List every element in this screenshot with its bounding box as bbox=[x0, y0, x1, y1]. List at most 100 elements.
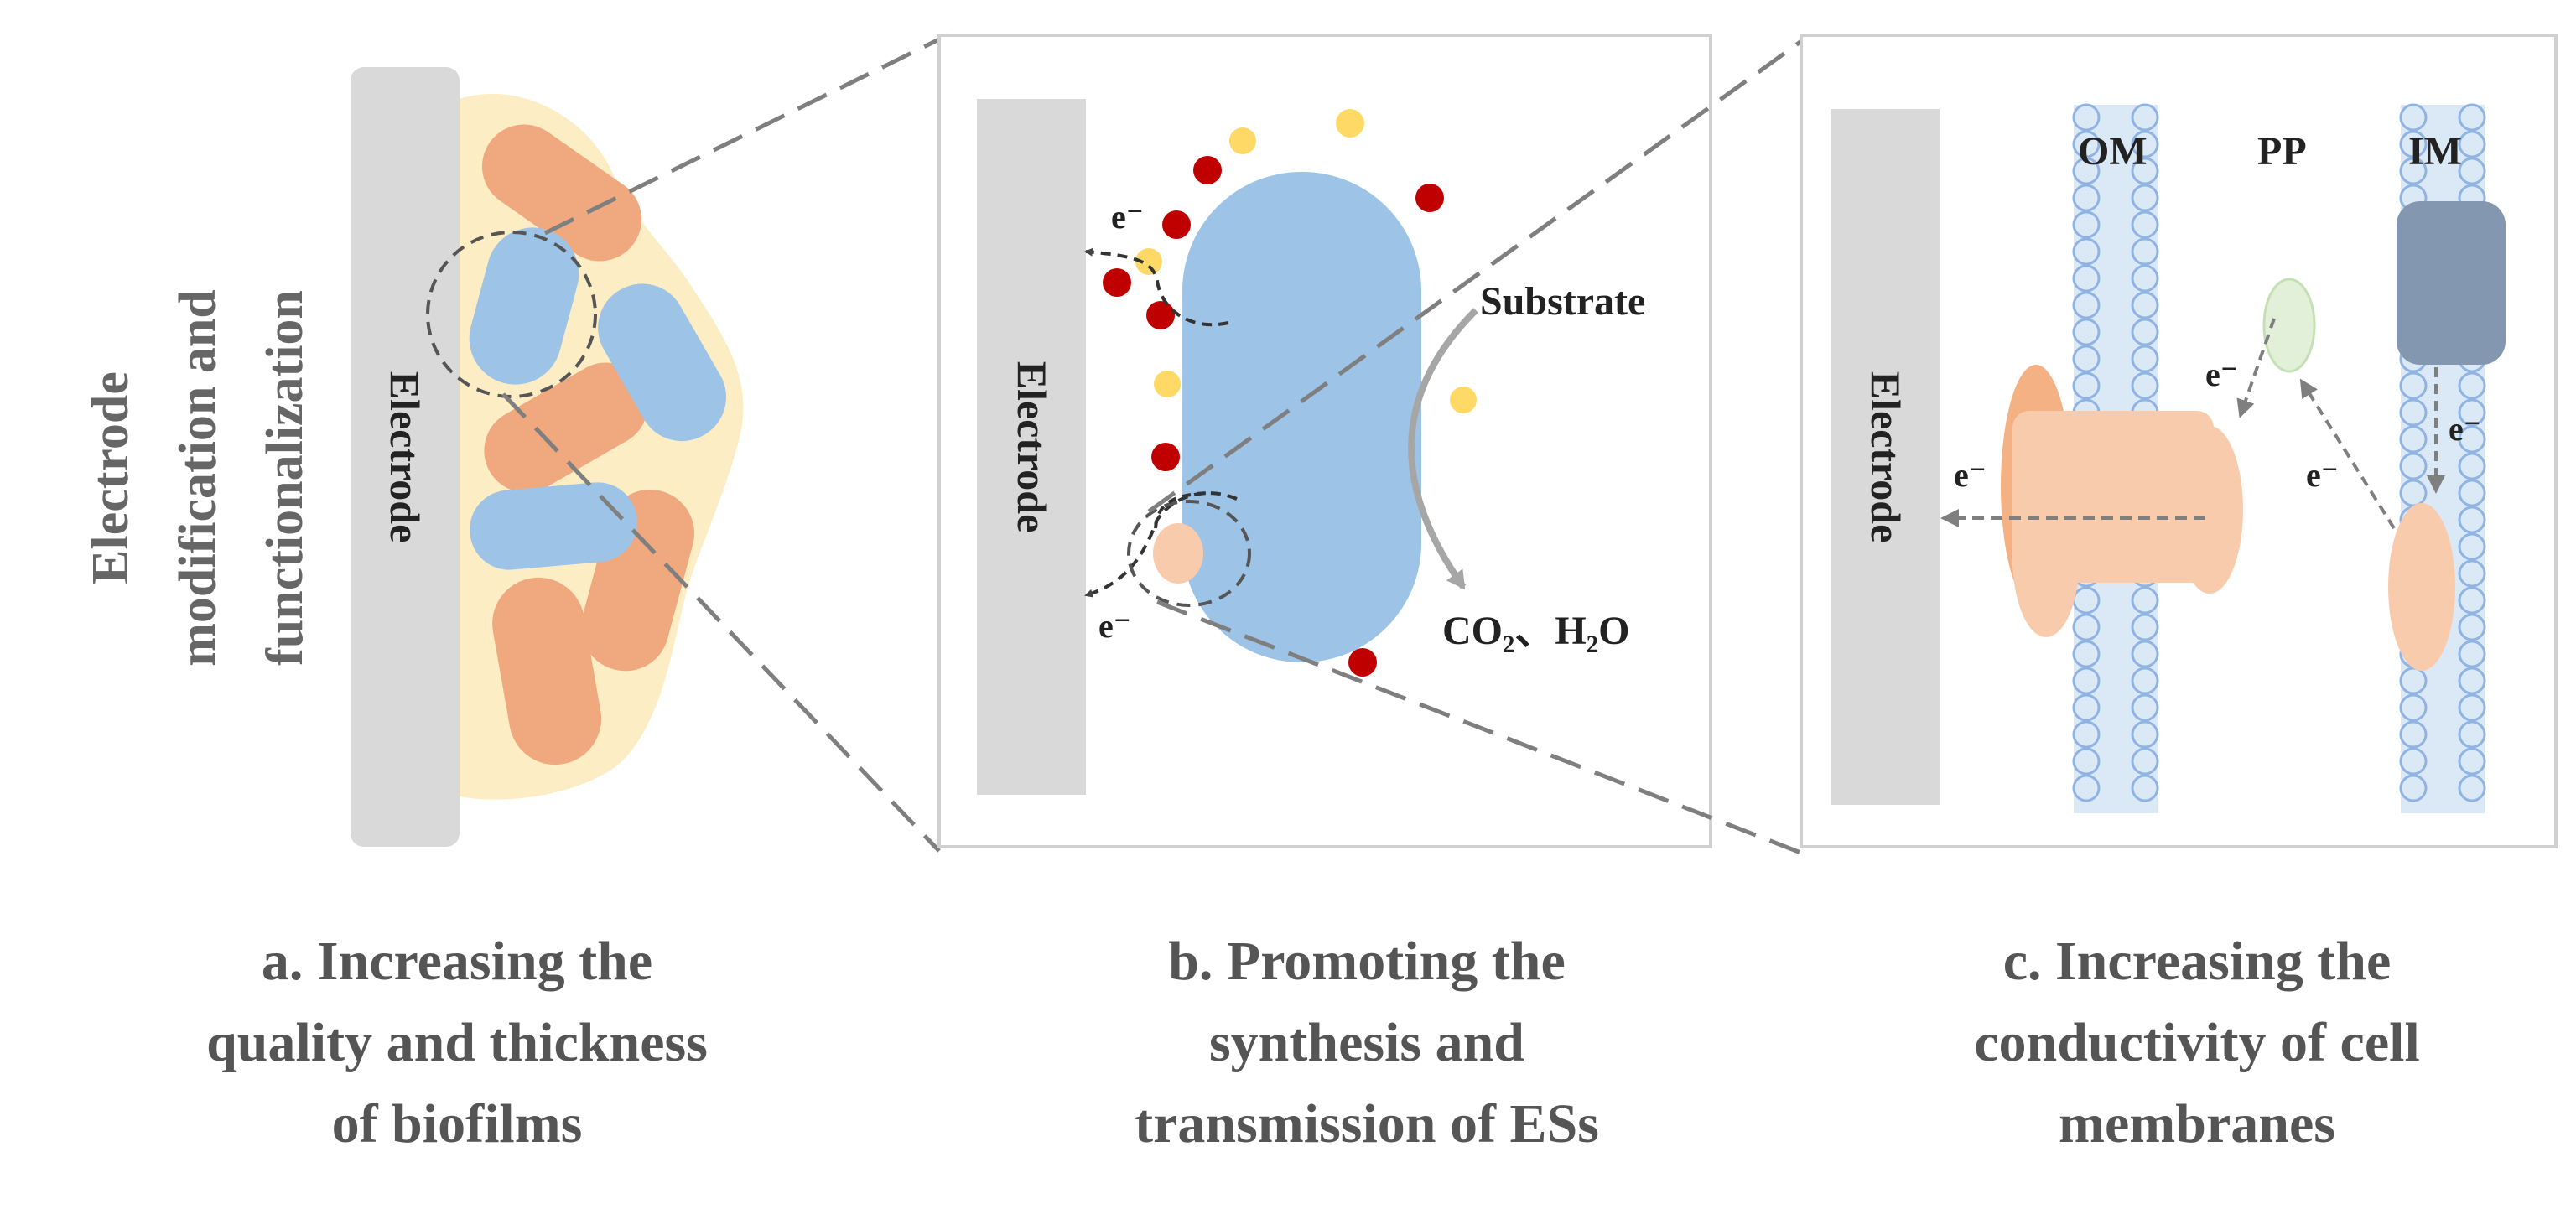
bacteria-cluster bbox=[469, 124, 726, 765]
lipid-head bbox=[2072, 774, 2101, 802]
lipid-head bbox=[2399, 130, 2428, 158]
caption-a-line-2: quality and thickness bbox=[206, 1012, 708, 1073]
lipid-head bbox=[2131, 640, 2159, 668]
lipid-head bbox=[2131, 130, 2159, 158]
electron-label-c-main: e⁻ bbox=[1954, 456, 1987, 494]
lipid-head bbox=[2131, 371, 2159, 400]
outer-protein-b bbox=[1153, 523, 1203, 584]
lipid-head bbox=[2458, 559, 2486, 588]
lipid-head bbox=[2072, 693, 2101, 722]
pp-label: PP bbox=[2257, 129, 2307, 174]
lipid-head bbox=[2131, 210, 2159, 239]
lipid-head bbox=[2131, 237, 2159, 266]
lipid-head bbox=[2458, 774, 2486, 802]
lipid-head bbox=[2399, 157, 2428, 185]
lipid-head bbox=[2399, 398, 2428, 427]
electrode-c-label: Electrode bbox=[1862, 371, 1909, 543]
zoom-line-a-bottom bbox=[501, 392, 941, 853]
caption-a-line-1: a. Increasing the bbox=[262, 931, 652, 992]
lipid-head bbox=[2131, 318, 2159, 346]
lipid-head bbox=[2458, 532, 2486, 561]
caption-c-line-2: conductivity of cell bbox=[1974, 1012, 2420, 1073]
zoom-line-a-top bbox=[543, 33, 949, 236]
side-label-line-2: modification and bbox=[169, 289, 226, 667]
im-protein bbox=[2397, 201, 2506, 365]
caption-b-line-2: synthesis and bbox=[1209, 1012, 1524, 1073]
mediator-yellow bbox=[1154, 371, 1181, 397]
lipid-head bbox=[2072, 130, 2101, 158]
mediator-yellow bbox=[1229, 127, 1256, 154]
caption-c: c. Increasing the conductivity of cell m… bbox=[1974, 931, 2420, 1155]
lipid-head bbox=[2131, 184, 2159, 212]
zoom-circle-b bbox=[1127, 500, 1251, 607]
side-label-line-1: Electrode bbox=[82, 371, 139, 584]
lipid-head bbox=[2072, 345, 2101, 373]
bacterium-large bbox=[1182, 172, 1421, 662]
lipid-head bbox=[2399, 693, 2428, 722]
lipid-head bbox=[2072, 318, 2101, 346]
electron-arrow-to-pp bbox=[2299, 378, 2396, 530]
lipid-head bbox=[2072, 640, 2101, 668]
electrode-b bbox=[977, 99, 1086, 795]
lipid-head bbox=[2458, 452, 2486, 480]
lipid-head bbox=[2399, 747, 2428, 776]
electron-path-top bbox=[1084, 247, 1229, 327]
lipid-head bbox=[2131, 720, 2159, 749]
lipid-head bbox=[2399, 479, 2428, 507]
lipid-head bbox=[2399, 371, 2428, 400]
bacterium-blue bbox=[469, 227, 579, 385]
electrode-b-label: Electrode bbox=[1009, 361, 1056, 533]
mediator-red bbox=[1162, 210, 1191, 239]
bacterium-orange bbox=[484, 362, 648, 493]
om-protein-right bbox=[2176, 426, 2243, 594]
caption-c-line-1: c. Increasing the bbox=[2003, 931, 2392, 992]
im-lower-protein bbox=[2388, 503, 2455, 671]
lipid-head bbox=[2458, 747, 2486, 776]
lipid-head bbox=[2131, 586, 2159, 615]
lipid-head bbox=[2072, 667, 2101, 695]
lipid-head bbox=[2399, 425, 2428, 454]
lipid-head bbox=[2072, 103, 2101, 132]
electron-label-c-im: e⁻ bbox=[2449, 410, 2481, 448]
lipid-head bbox=[2072, 184, 2101, 212]
mediator-red bbox=[1348, 648, 1377, 677]
panel-c: Electrode OM PP IM e⁻ e⁻ e⁻ e⁻ bbox=[1800, 34, 2558, 848]
lipid-head bbox=[2072, 747, 2101, 776]
lipid-head bbox=[2072, 720, 2101, 749]
lipid-head bbox=[2458, 157, 2486, 185]
lipid-head bbox=[2458, 103, 2486, 132]
lipid-head bbox=[2458, 371, 2486, 400]
lipid-head bbox=[2458, 667, 2486, 695]
lipid-head bbox=[2458, 425, 2486, 454]
electron-label-c-pp: e⁻ bbox=[2205, 355, 2238, 393]
caption-b-line-3: transmission of ESs bbox=[1135, 1093, 1599, 1155]
om-label: OM bbox=[2078, 129, 2148, 174]
electron-path-bottom bbox=[1084, 491, 1238, 598]
lipid-head bbox=[2072, 613, 2101, 641]
caption-b: b. Promoting the synthesis and transmiss… bbox=[1135, 931, 1599, 1155]
bacterium-orange bbox=[481, 124, 642, 262]
mediator-red bbox=[1151, 443, 1180, 471]
mediator-red bbox=[1415, 184, 1444, 212]
mediator-yellow bbox=[1135, 248, 1162, 275]
mediator-particles bbox=[1103, 109, 1477, 677]
zoom-circle-a bbox=[426, 231, 597, 398]
electron-arrow-from-pp bbox=[2236, 318, 2276, 418]
lipid-head bbox=[2131, 613, 2159, 641]
lipid-head bbox=[2458, 640, 2486, 668]
lipid-head bbox=[2458, 586, 2486, 615]
lipid-head bbox=[2458, 613, 2486, 641]
lipid-head bbox=[2399, 103, 2428, 132]
side-label-line-3: functionalization bbox=[257, 290, 314, 666]
mediator-red bbox=[1103, 268, 1131, 297]
lipid-head bbox=[2072, 237, 2101, 266]
electron-label-b-bottom: e⁻ bbox=[1098, 607, 1131, 645]
im-label: IM bbox=[2408, 129, 2462, 174]
lipid-head bbox=[2458, 479, 2486, 507]
lipid-head bbox=[2072, 371, 2101, 400]
mediator-red bbox=[1193, 156, 1222, 184]
substrate-label: Substrate bbox=[1480, 279, 1645, 324]
lipid-head bbox=[2458, 398, 2486, 427]
zoom-line-b-top bbox=[1147, 33, 1811, 514]
